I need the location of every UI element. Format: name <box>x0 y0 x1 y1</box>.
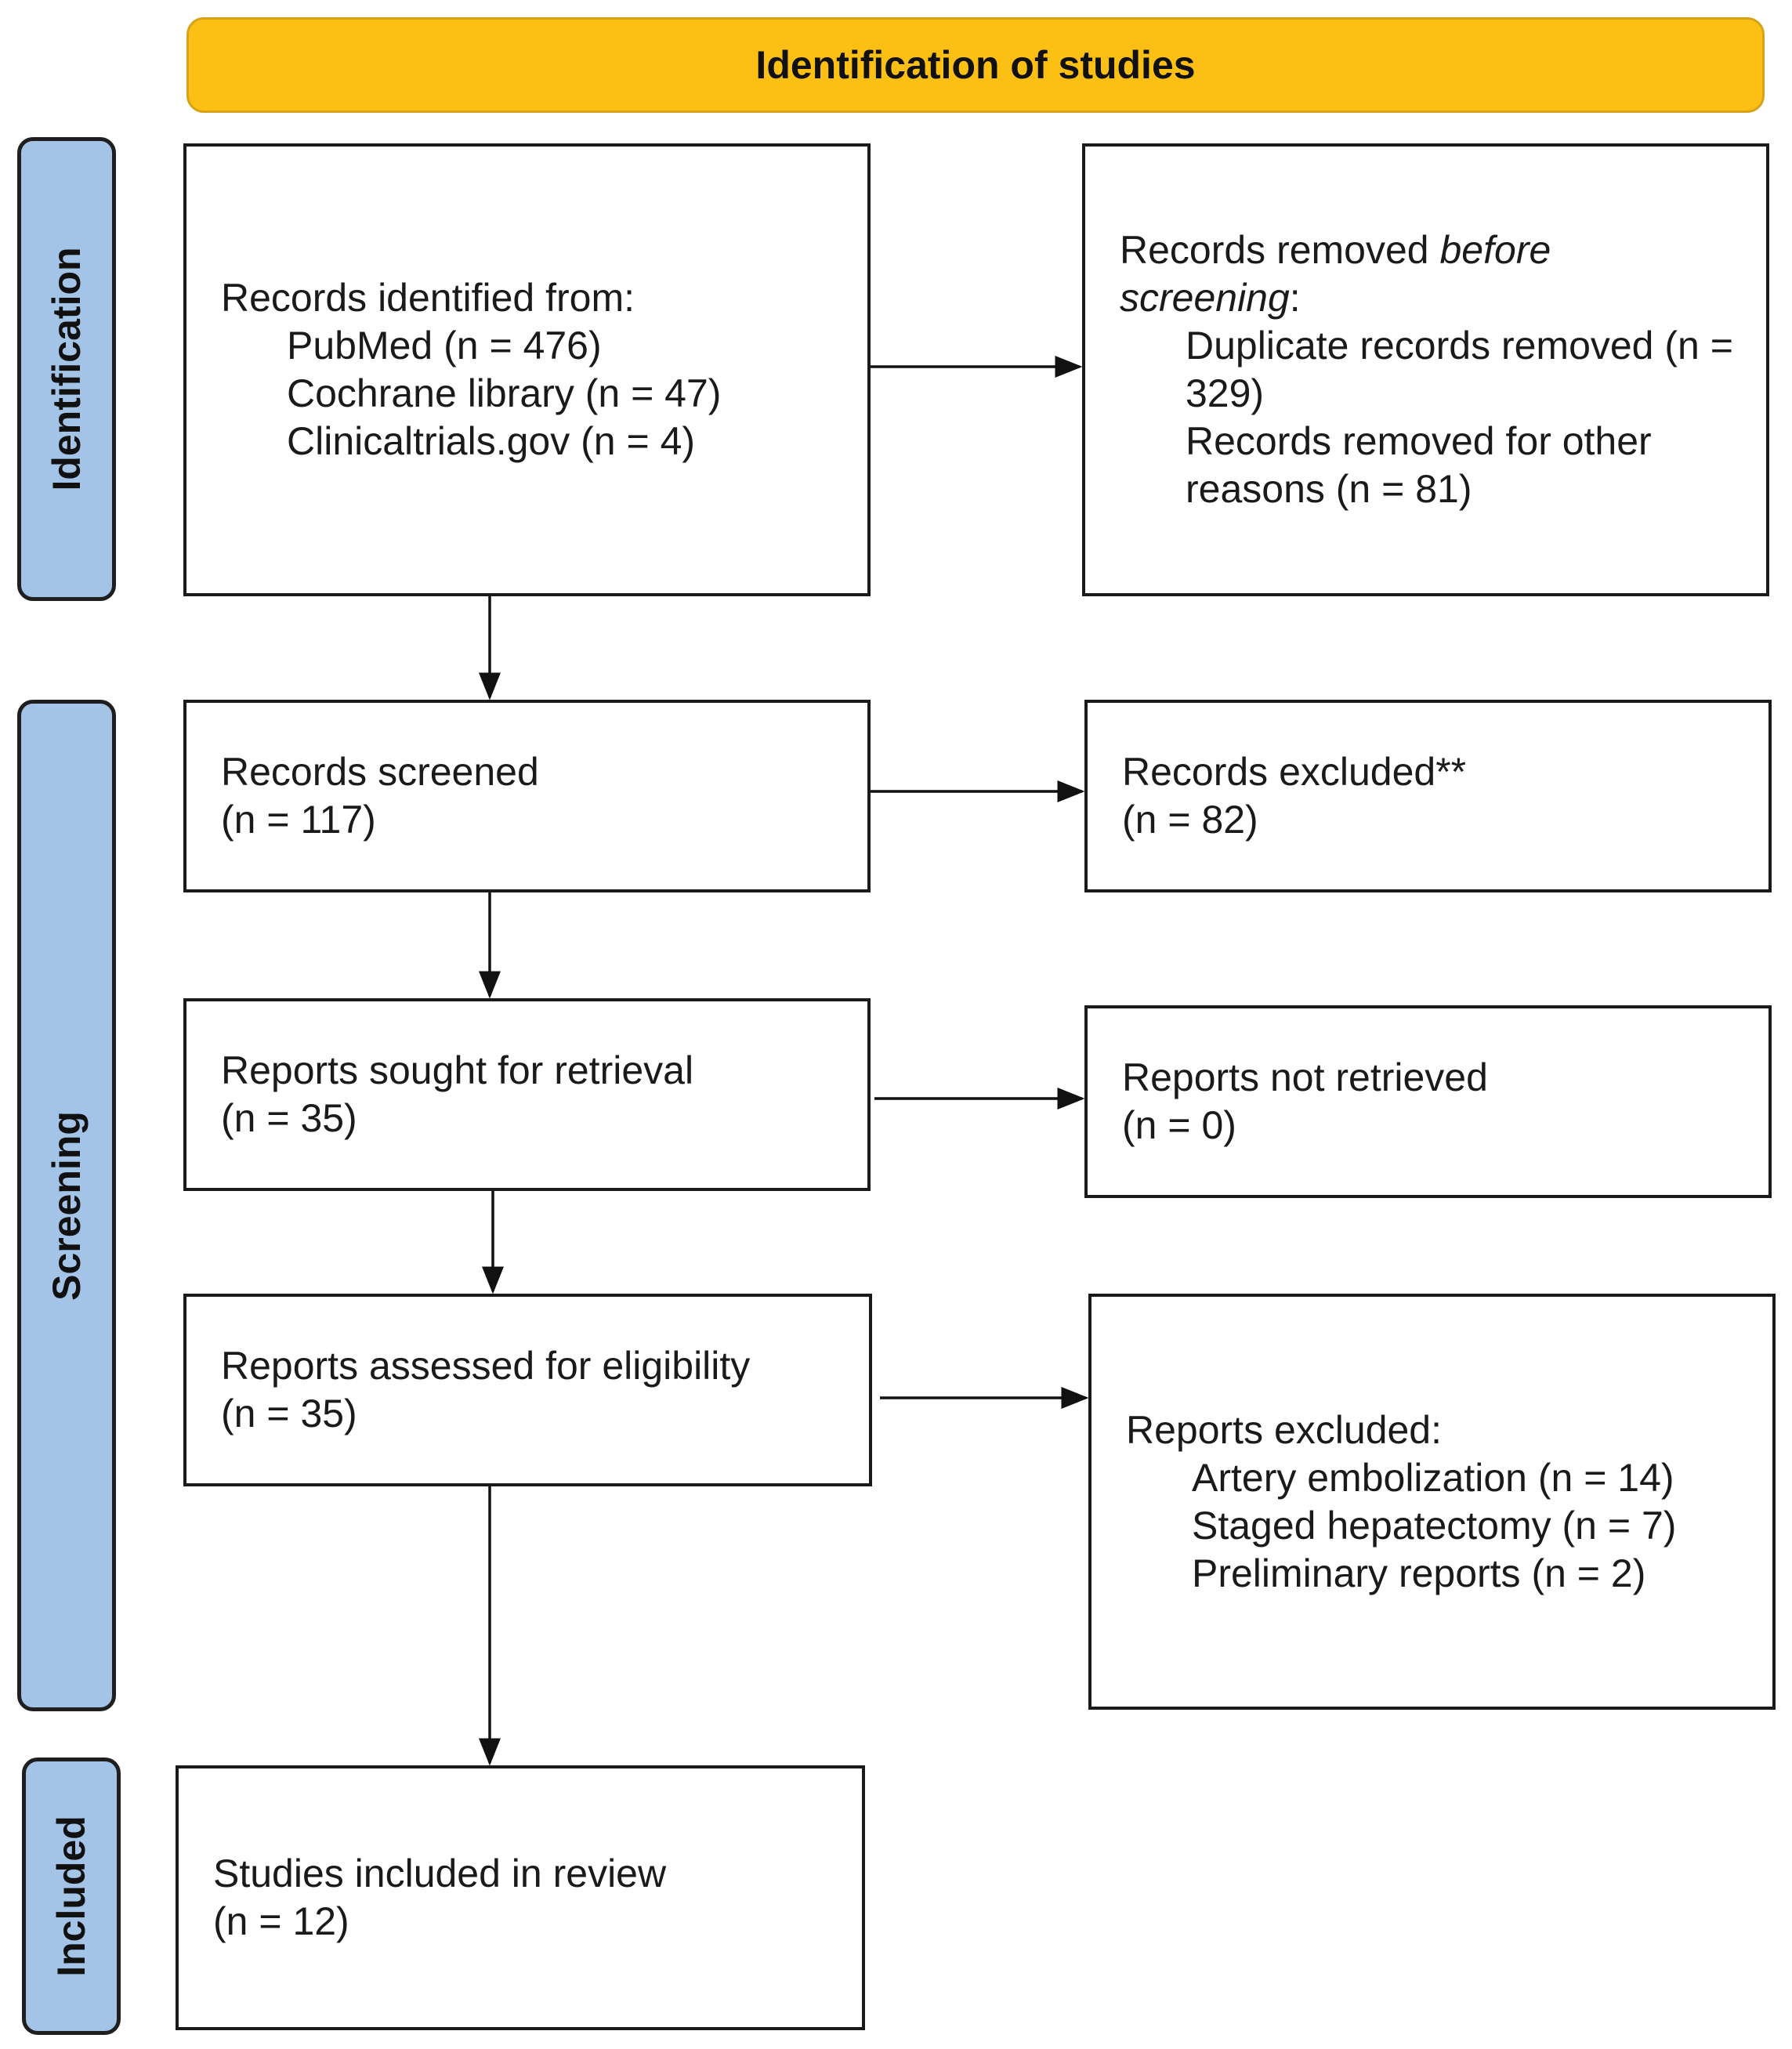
box-reports-excluded: Reports excluded: Artery embolization (n… <box>1088 1294 1776 1710</box>
records-identified-clinicaltrials: Clinicaltrials.gov (n = 4) <box>287 419 696 463</box>
records-excluded-count: (n = 82) <box>1122 798 1258 842</box>
box-reports-sought: Reports sought for retrieval (n = 35) <box>183 998 871 1191</box>
header-title: Identification of studies <box>755 43 1196 87</box>
records-removed-duplicates: Duplicate records removed (n = 329) <box>1186 324 1733 415</box>
box-records-screened: Records screened (n = 117) <box>183 700 871 892</box>
phase-identification: Identification <box>17 137 116 601</box>
reports-assessed-count: (n = 35) <box>221 1392 357 1435</box>
box-reports-assessed: Reports assessed for eligibility (n = 35… <box>183 1294 872 1486</box>
box-reports-not-retrieved: Reports not retrieved (n = 0) <box>1084 1005 1772 1198</box>
studies-included-title: Studies included in review <box>213 1852 667 1895</box>
reports-sought-title: Reports sought for retrieval <box>221 1048 694 1092</box>
reports-excluded-heading: Reports excluded: <box>1126 1407 1443 1452</box>
records-removed-heading-prefix: Records removed <box>1120 228 1440 272</box>
reports-not-retrieved-title: Reports not retrieved <box>1122 1055 1488 1099</box>
reports-not-retrieved-count: (n = 0) <box>1122 1103 1236 1147</box>
reports-excluded-artery-embolization: Artery embolization (n = 14) <box>1192 1455 1674 1500</box>
records-removed-heading-suffix: : <box>1289 276 1301 320</box>
box-records-identified: Records identified from: PubMed (n = 476… <box>183 143 871 596</box>
records-identified-heading: Records identified from: <box>221 276 635 320</box>
records-identified-cochrane: Cochrane library (n = 47) <box>287 371 722 415</box>
studies-included-count: (n = 12) <box>213 1899 349 1943</box>
box-records-excluded: Records excluded** (n = 82) <box>1084 700 1772 892</box>
reports-excluded-staged-hepatectomy: Staged hepatectomy (n = 7) <box>1192 1503 1677 1548</box>
records-excluded-title: Records excluded** <box>1122 750 1467 794</box>
reports-sought-count: (n = 35) <box>221 1096 357 1140</box>
records-removed-other-reasons: Records removed for other reasons (n = 8… <box>1186 419 1652 511</box>
box-studies-included: Studies included in review (n = 12) <box>176 1765 865 2030</box>
reports-excluded-preliminary-reports: Preliminary reports (n = 2) <box>1192 1551 1646 1595</box>
records-removed-heading-emphasis: before screening <box>1120 228 1551 320</box>
header-identification-of-studies: Identification of studies <box>186 17 1765 113</box>
phase-screening: Screening <box>17 700 116 1711</box>
records-screened-title: Records screened <box>221 750 539 794</box>
records-removed-heading: Records removed before screening: <box>1120 226 1735 322</box>
records-identified-pubmed: PubMed (n = 476) <box>287 324 602 367</box>
phase-included: Included <box>22 1758 121 2035</box>
reports-assessed-title: Reports assessed for eligibility <box>221 1344 751 1388</box>
box-records-removed: Records removed before screening: Duplic… <box>1082 143 1769 596</box>
records-screened-count: (n = 117) <box>221 798 376 842</box>
